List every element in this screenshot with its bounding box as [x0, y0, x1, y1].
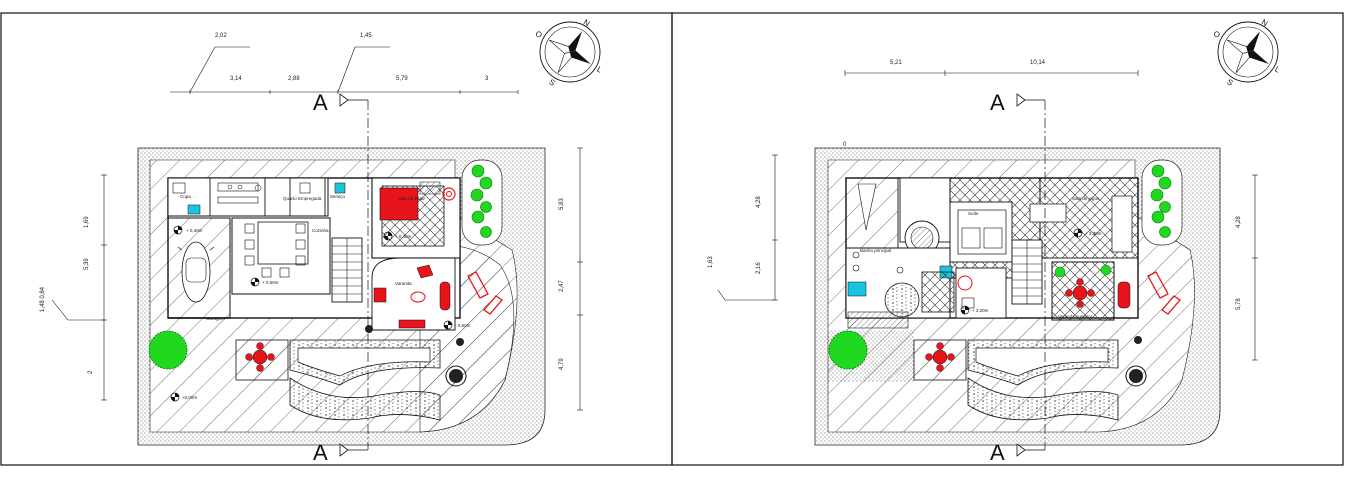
dimension-text: 3,14 — [230, 76, 242, 82]
room-label: Sala de Estar — [398, 196, 426, 201]
compass-rose-icon: N L S O — [1212, 18, 1282, 88]
section-label: A — [990, 440, 1005, 465]
room-label: Varanda — [395, 281, 412, 286]
dimension-text: 2,88 — [288, 76, 300, 82]
floor-plan-upper: + 3,30m + 3,20m Sala de jogos Banho prin… — [708, 18, 1282, 465]
car-icon — [181, 241, 211, 303]
tree-icon — [828, 330, 868, 370]
dimension-text: 1,69 — [84, 216, 90, 228]
dimension-text: 5,21 — [890, 60, 902, 66]
floor-plan-ground: + 0,40m + 0,50m + 0,40m + 0,50m +0,00m S… — [40, 18, 604, 465]
dimension-text: 4,79 — [559, 358, 565, 370]
dimension-text: 2,47 — [559, 280, 565, 292]
dimension-lines-right — [577, 147, 583, 411]
shrub-row-icon — [470, 164, 493, 238]
level-text: + 3,30m — [1085, 231, 1102, 236]
dimension-lines-top — [844, 70, 1139, 76]
dimension-lines-left — [717, 154, 778, 301]
section-label: A — [990, 90, 1005, 115]
room-label: Banho principal — [860, 248, 891, 253]
room-label: Garagem — [206, 316, 225, 321]
compass-letter: O — [1212, 29, 1222, 40]
dimension-text: 1,48 0,84 — [40, 286, 46, 312]
dimension-text: 4,28 — [1236, 216, 1242, 228]
room-label: Varanda superior — [1058, 314, 1093, 319]
room-label: Cozinha — [312, 228, 329, 233]
dark-shrub-icon — [1125, 336, 1147, 387]
dimension-text: 5,39 — [84, 258, 90, 270]
dark-shrub-icon — [365, 325, 467, 387]
table-set-icon — [925, 342, 955, 372]
compass-letter: S — [547, 77, 556, 87]
compass-letter: N — [1260, 18, 1270, 29]
level-text: + 3,20m — [972, 308, 989, 313]
dimension-lines-top — [170, 46, 519, 94]
dimension-text: 10,14 — [1030, 60, 1046, 66]
compass-letter: L — [595, 65, 604, 75]
compass-letter: N — [582, 18, 592, 29]
dimension-text: 5,79 — [396, 76, 408, 82]
level-marker-icon — [960, 228, 1083, 315]
section-label: A — [313, 440, 328, 465]
level-text: + 0,50m — [262, 280, 279, 285]
red-furniture-rug — [379, 187, 419, 221]
veranda-furniture — [373, 264, 451, 329]
dimension-lines-left — [51, 174, 107, 401]
level-text: +0,00m — [182, 395, 197, 400]
dimension-text: 4,28 — [756, 196, 762, 208]
level-text: + 0,50m — [454, 323, 471, 328]
tree-icon — [148, 330, 188, 370]
dimension-text: 3 — [485, 76, 489, 82]
room-label: Serviço — [330, 194, 346, 199]
dimension-text: 5,78 — [1236, 298, 1242, 310]
room-label: Sala de jogos — [1072, 196, 1100, 201]
sheet-frame-right — [671, 12, 1344, 466]
section-label: A — [313, 90, 328, 115]
dimension-lines-right — [1252, 174, 1258, 361]
shrub-row-icon — [1150, 164, 1172, 238]
compass-rose-icon: N L S O — [534, 18, 604, 88]
dimension-text: 2 — [88, 370, 94, 374]
room-label: Copa — [180, 194, 191, 199]
dimension-text: 2,16 — [756, 262, 762, 274]
level-text: + 0,40m — [186, 228, 203, 233]
dimension-text: 1,45 — [360, 33, 372, 39]
table-set-icon — [1065, 278, 1095, 308]
compass-letter: O — [534, 29, 544, 40]
dimension-text: 1,63 — [708, 256, 714, 268]
compass-letter: S — [1225, 77, 1234, 87]
corner-label: 0 — [843, 142, 847, 148]
room-label: Suíte — [968, 211, 979, 216]
level-marker-icon — [170, 225, 453, 402]
level-text: + 0,40m — [395, 234, 412, 239]
dimension-text: 5,83 — [559, 198, 565, 210]
room-label: Quarto Empregada — [283, 196, 322, 201]
table-set-icon — [245, 342, 275, 372]
dimension-text: 2,02 — [215, 33, 227, 39]
compass-letter: L — [1273, 65, 1282, 75]
